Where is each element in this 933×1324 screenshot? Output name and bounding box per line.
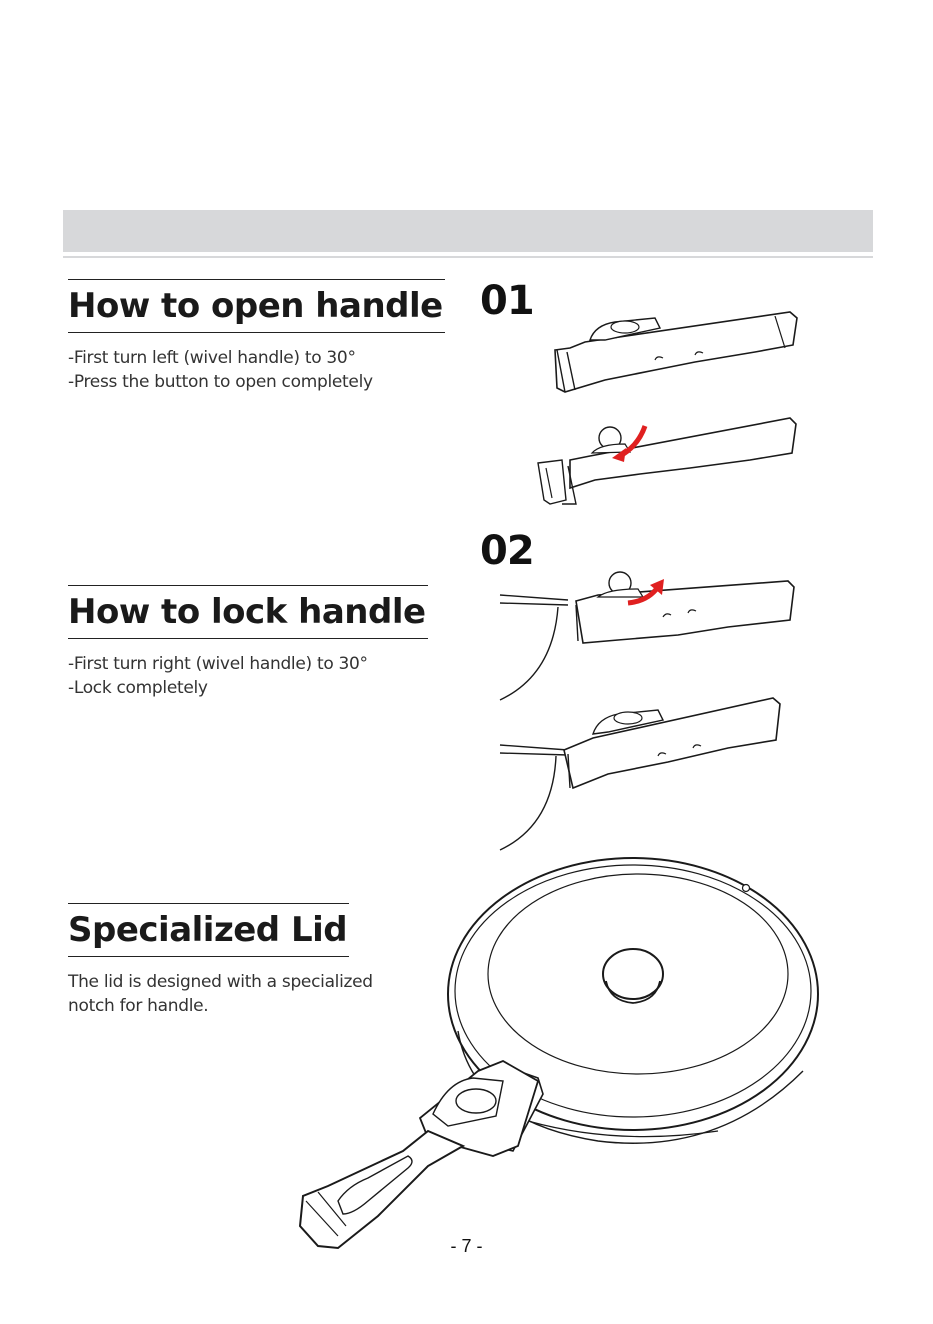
header-band [63, 210, 873, 252]
section-title-open-handle: How to open handle [68, 279, 445, 333]
page-number: - 7 - [0, 1236, 933, 1257]
pan-with-lid-illustration [298, 856, 828, 1256]
section-open-line-1: -First turn left (wivel handle) to 30° [68, 346, 356, 370]
section-title-lock-handle: How to lock handle [68, 585, 428, 639]
handle-closed-illustration [545, 300, 805, 405]
handle-press-button-illustration [530, 408, 805, 508]
section-open-line-2: -Press the button to open completely [68, 370, 373, 394]
header-rule [63, 256, 873, 258]
section-lock-line-1: -First turn right (wivel handle) to 30° [68, 652, 368, 676]
handle-locked-illustration [498, 690, 783, 855]
handle-turn-right-illustration [498, 565, 803, 705]
section-lid-line-2: notch for handle. [68, 994, 208, 1018]
step-number-01: 01 [480, 278, 534, 324]
section-lock-line-2: -Lock completely [68, 676, 208, 700]
